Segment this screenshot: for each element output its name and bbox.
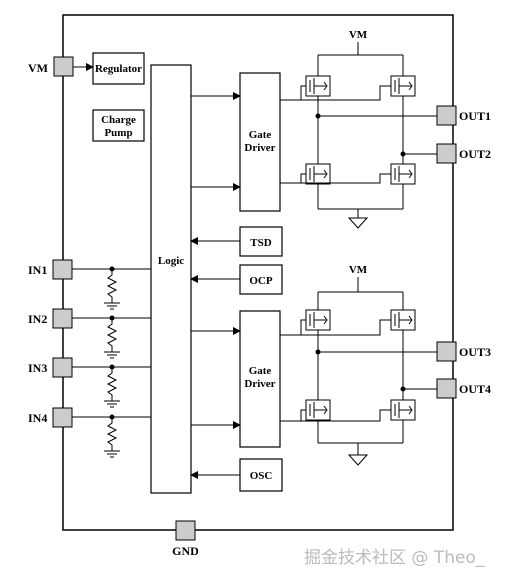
pin-gnd: GND [172,520,199,558]
mosfet-bl2 [305,399,331,421]
gate-driver-top: Gate Driver [239,72,281,212]
svg-text:IN2: IN2 [28,312,47,326]
mosfet-tl [305,75,331,97]
svg-text:Driver: Driver [244,378,275,390]
pin-vm: VM [28,56,74,77]
pin-in2: IN2 [28,308,73,329]
mosfet-tr2 [390,309,416,331]
mosfet-br2 [390,399,416,421]
pin-in4: IN4 [28,407,73,428]
svg-text:OUT2: OUT2 [459,147,491,161]
gate-driver-bottom: Gate Driver [239,310,281,448]
mosfet-br [390,163,416,185]
svg-text:Charge: Charge [101,114,136,126]
watermark: 掘金技术社区 @ Theo_ [304,548,485,568]
mosfet-tr [390,75,416,97]
svg-text:OUT1: OUT1 [459,109,491,123]
input-pulldowns [72,266,151,458]
regulator-block: Regulator [92,52,145,85]
svg-text:TSD: TSD [250,237,271,249]
mosfet-tl2 [305,309,331,331]
svg-text:Gate: Gate [249,365,272,377]
tsd-block: TSD [239,226,283,257]
pin-out4: OUT4 [436,378,491,399]
h-bridge-bottom: VM [280,264,437,466]
svg-text:GND: GND [172,544,199,558]
pin-out2: OUT2 [436,143,491,164]
osc-block: OSC [239,458,283,492]
svg-text:Gate: Gate [249,129,272,141]
svg-text:OCP: OCP [249,275,273,287]
svg-text:IN4: IN4 [28,411,47,425]
svg-text:OUT4: OUT4 [459,382,491,396]
svg-text:IN3: IN3 [28,361,47,375]
svg-text:VM: VM [28,61,48,75]
h-bridge-top: VM [280,29,437,229]
svg-text:VM: VM [349,264,368,276]
pin-out3: OUT3 [436,341,491,362]
svg-text:IN1: IN1 [28,263,47,277]
mosfet-bl [305,163,331,185]
svg-text:Pump: Pump [104,127,132,139]
ocp-block: OCP [239,264,283,295]
svg-text:Regulator: Regulator [95,63,142,75]
svg-text:Driver: Driver [244,142,275,154]
pin-out1: OUT1 [436,105,491,126]
charge-pump-block: Charge Pump [92,109,145,142]
svg-text:VM: VM [349,29,368,41]
svg-text:OSC: OSC [250,470,273,482]
logic-block: Logic [150,64,192,494]
svg-text:Logic: Logic [158,255,184,267]
pin-in1: IN1 [28,259,73,280]
pin-in3: IN3 [28,357,73,378]
svg-text:OUT3: OUT3 [459,345,491,359]
